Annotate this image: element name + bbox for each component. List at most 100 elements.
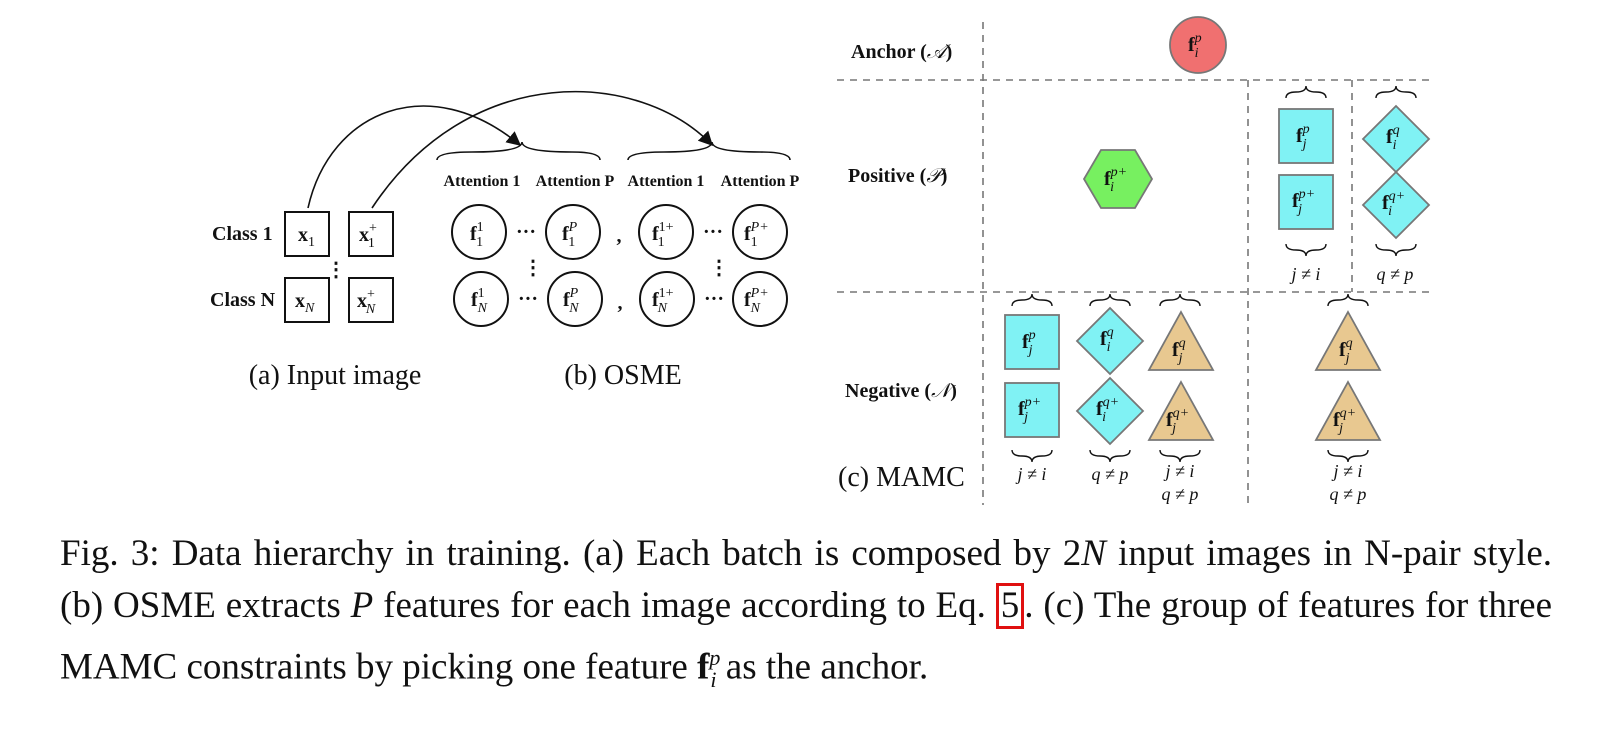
brace-top [1159,293,1201,307]
feature-node [451,204,507,260]
caption-math-sub: i [710,666,717,692]
condition-label: j ≠ i [1290,264,1321,284]
caption-text: . (c) The group of features for three MA… [60,585,1552,688]
xn-plus-text: x+N [357,287,376,317]
anchor-circle [1169,16,1227,74]
negative-square [1004,382,1060,438]
header-attention-1-a: Attention 1 [444,173,521,190]
condition-label: j ≠ i [1016,464,1047,484]
brace-top [1375,85,1417,99]
panel-b-osme: Attention 1 Attention P Attention 1 Atte… [436,141,800,391]
brace-bottom [1327,449,1369,463]
panel-c-mamc: Anchor (𝒜) Positive (𝒫) Negative (𝒩) (c)… [837,16,1432,505]
feature-node [732,204,788,260]
panel-b-caption: (b) OSME [564,360,681,391]
comma-row2: , [618,292,623,314]
negative-triangle-label: fq+j [1333,406,1356,436]
condition-label: q ≠ p [1162,484,1199,504]
class-n-label: Class N [210,289,276,311]
figure-diagram: Class 1 Class N x1 x+1 xN x+N ⋮ (a) Inpu… [210,16,1432,505]
panel-b-vdots-a: ⋮ [523,257,543,279]
negative-diamond [1075,306,1145,376]
positive-square [1278,108,1334,164]
row-label-positive: Positive (𝒫) [848,165,947,187]
condition-label: q ≠ p [1377,264,1414,284]
caption-math-f: f [697,646,710,688]
x1-plus-text: x+1 [359,221,377,251]
condition-label: j ≠ i [1164,461,1195,481]
brace-top [1011,293,1053,307]
mamc-grid-lines [837,22,1432,505]
dots-row1-a: ··· [516,221,536,243]
figure-caption: Fig. 3: Data hierarchy in training. (a) … [60,528,1552,706]
panel-a-caption: (a) Input image [249,360,422,391]
panel-a-input-image: Class 1 Class N x1 x+1 xN x+N ⋮ (a) Inpu… [210,90,713,391]
brace-bottom [1089,449,1131,463]
class-1-label: Class 1 [212,223,273,245]
panel-b-vdots-b: ⋮ [709,257,729,279]
positive-square [1278,174,1334,230]
image-box-x1 [284,211,330,257]
brace-bottom [1011,449,1053,463]
row-label-anchor: Anchor (𝒜) [851,41,952,63]
panel-c-caption: (c) MAMC [838,462,965,493]
brace-right-attention [627,141,791,161]
negative-square [1004,314,1060,370]
caption-text: as the anchor. [716,646,929,688]
row-label-negative: Negative (𝒩) [845,380,957,402]
feature-node [547,271,603,327]
negative-triangle-label: fq+j [1166,406,1189,436]
equation-reference-link[interactable]: 5 [995,583,1025,629]
caption-text: Fig. 3: Data hierarchy in training. (a) … [60,533,1082,574]
positive-diamond-label: fq+i [1382,189,1405,219]
image-box-xn-plus [348,277,394,323]
brace-left-attention [436,141,601,161]
caption-math-p: P [350,585,374,626]
feature-node [732,271,788,327]
negative-diamond [1075,376,1145,446]
condition-label: q ≠ p [1092,464,1129,484]
positive-square-label: fp+j [1292,187,1315,217]
image-box-xn [284,277,330,323]
caption-text: features for each image according to Eq. [373,585,996,626]
header-attention-p-b: Attention P [721,173,800,190]
feature-f1-1plus: f1+1 [652,220,674,250]
positive-hex-label: fp+i [1104,165,1127,195]
caption-math-n: N [1081,533,1106,574]
comma-row1: , [617,225,622,247]
condition-label: q ≠ p [1330,484,1367,504]
feature-node [638,204,694,260]
dots-row1-b: ··· [703,221,723,243]
header-attention-p-a: Attention P [536,173,615,190]
caption-text: input images in N-pair style. (b) OSME e… [60,533,1552,626]
feature-fn-pplus: fP+N [744,286,769,316]
negative-triangle [1314,380,1382,441]
negative-square-label: fp+j [1018,395,1041,425]
panel-a-vdots: ⋮ [326,259,346,281]
x1-text: x1 [298,224,315,250]
negative-diamond-label: fq+i [1096,395,1119,425]
brace-top [1285,85,1327,99]
xn-text: xN [295,290,315,316]
positive-hexagon [1082,149,1154,209]
negative-triangle [1147,380,1215,441]
feature-fn-1plus: f1+N [652,286,674,316]
header-attention-1-b: Attention 1 [628,173,705,190]
dots-row2-a: ··· [518,288,538,310]
arrow-x1plus-to-attention [371,90,713,209]
brace-top [1089,293,1131,307]
brace-bottom [1159,449,1201,463]
brace-bottom [1285,243,1327,257]
dots-row2-b: ··· [704,288,724,310]
image-box-x1-plus [348,211,394,257]
